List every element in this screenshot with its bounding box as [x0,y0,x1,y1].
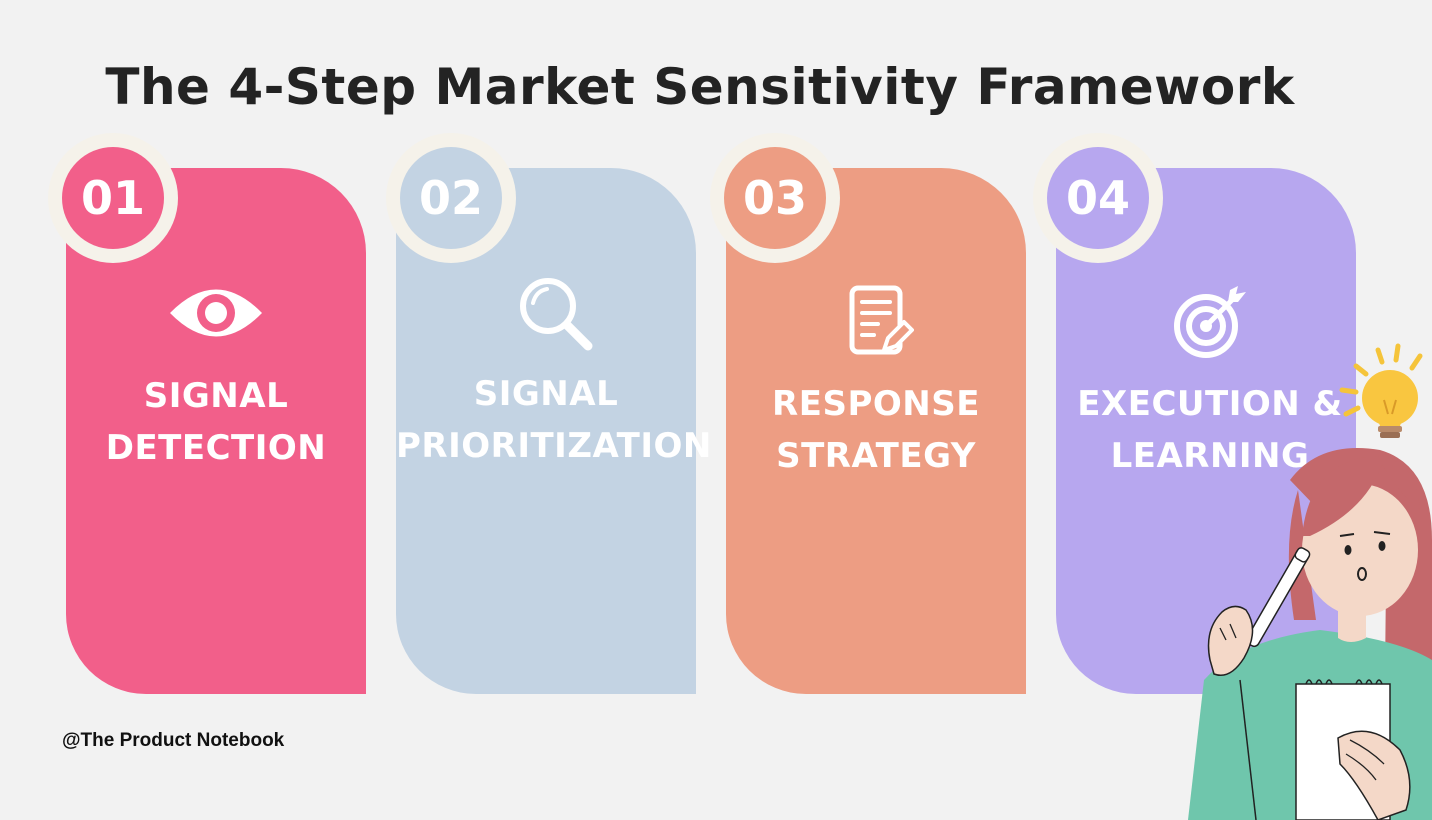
credit-text: @The Product Notebook [62,730,285,751]
eye-icon [170,289,262,337]
step-number-3: 03 [724,147,826,249]
step-number-1: 01 [62,147,164,249]
step-label-4: EXECUTION & LEARNING [1060,378,1360,482]
step-badge-3: 03 [710,133,840,263]
step-number-4: 04 [1047,147,1149,249]
magnifier-icon [520,278,593,351]
lightbulb-icon [1339,343,1423,438]
step-label-4-line1: EXECUTION & [1077,384,1343,424]
woman-thinking-with-lightbulb-illustration [1188,343,1432,820]
step-label-1-line2: DETECTION [105,428,327,468]
step-label-2-line2: PRIORITIZATION [396,426,712,466]
step-label-4-line2: LEARNING [1110,436,1310,476]
step-badge-2: 02 [386,133,516,263]
step-number-2: 02 [400,147,502,249]
step-label-3-line2: STRATEGY [776,436,976,476]
step-label-3-line1: RESPONSE [772,384,980,424]
target-icon [1174,286,1246,358]
step-label-2-line1: SIGNAL [473,374,619,414]
step-label-2: SIGNAL PRIORITIZATION [396,368,712,472]
step-badge-1: 01 [48,133,178,263]
step-label-1: SIGNAL DETECTION [66,370,366,474]
step-label-3: RESPONSE STRATEGY [726,378,1026,482]
step-label-1-line1: SIGNAL [143,376,289,416]
step-badge-4: 04 [1033,133,1163,263]
page-title: The 4-Step Market Sensitivity Framework [105,58,1295,116]
document-pen-icon [849,285,914,355]
